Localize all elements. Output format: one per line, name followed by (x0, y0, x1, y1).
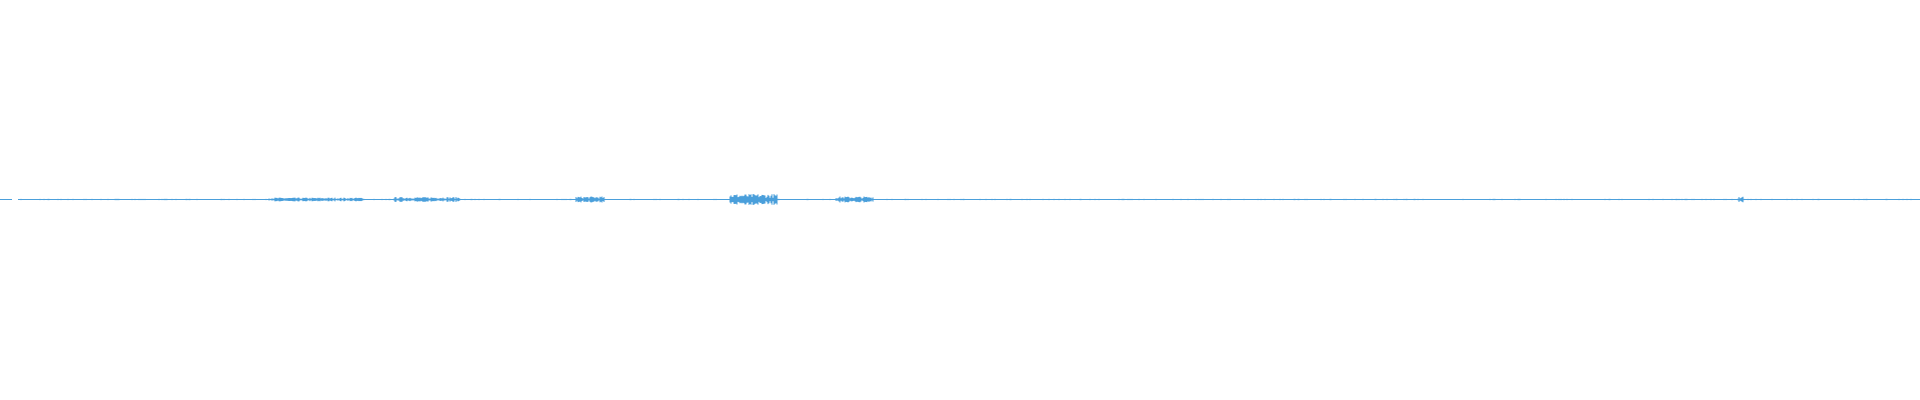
waveform-peaks (20, 194, 1912, 205)
waveform-peak-path (20, 194, 1912, 205)
